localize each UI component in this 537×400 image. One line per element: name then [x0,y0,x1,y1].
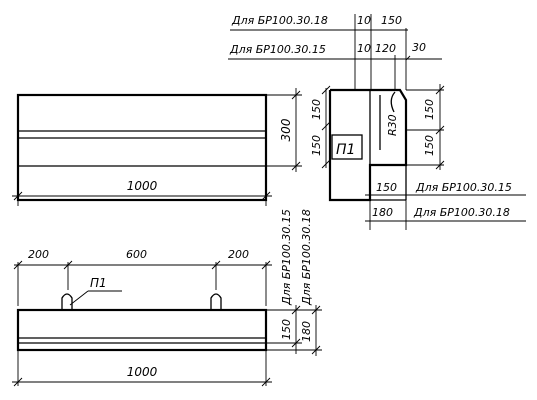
dimension-tick [321,85,331,95]
dimension-tick [13,377,23,387]
dim-120: 120 [375,42,396,55]
dimension-tick [261,377,271,387]
plan-dim-200-left: 200 [28,248,49,261]
dimension-tick [13,260,23,270]
dimension-tick [291,305,301,315]
dimension-tick [321,121,331,131]
dimension-tick [311,305,321,315]
section-right-150-a: 150 [423,99,436,120]
plan-dim-600: 600 [126,248,147,261]
section-left-150-b: 150 [310,135,323,156]
section-right-150-b: 150 [423,135,436,156]
dimension-tick [291,161,301,171]
front-height-dimension: 300 [279,118,293,141]
section-left-150-a: 150 [310,99,323,120]
dimension-tick [261,191,271,201]
leader-line [69,290,89,306]
dimension-tick [435,85,445,95]
dim-10: 10 [357,14,371,27]
cross-section: Для БР100.30.18 Для БР100.30.15 10 150 1… [228,14,526,230]
dimension-tick [435,160,445,170]
lifting-loop [210,293,222,310]
p1-frame [331,134,363,160]
section-mark-p1: П1 [336,142,355,158]
dimension-tick [311,345,321,355]
lifting-loop [61,293,73,310]
radius-arc [390,91,396,113]
plan-height-150: 150 [280,319,293,340]
radius-label: R30 [386,114,399,136]
dim-150-top: 150 [381,14,402,27]
section-label-bottom-2: Для БР100.30.18 [413,206,510,219]
plan-length-dimension: 1000 [127,365,158,379]
section-label-top-1: Для БР100.30.18 [231,14,328,27]
plan-view: 200 600 200 П1 1000 150 180 Для [12,209,322,387]
dimension-tick [13,191,23,201]
plan-mark-p1: П1 [90,276,107,290]
dimension-tick [261,260,271,270]
plan-dim-200-right: 200 [228,248,249,261]
section-label-top-2: Для БР100.30.15 [229,43,326,56]
front-length-dimension: 1000 [127,179,158,193]
front-view-outline [16,93,268,202]
plan-label-1: Для БР100.30.15 [280,209,293,306]
dimension-tick [211,260,221,270]
dimension-tick [291,90,301,100]
dim-30: 30 [412,41,426,54]
plan-label-2: Для БР100.30.18 [300,209,313,306]
section-bottom-180: 180 [372,206,393,219]
dimension-tick [435,125,445,135]
dimension-tick [405,55,411,61]
plan-view-outline [16,308,268,352]
front-view: 1000 300 [12,88,302,206]
dimension-tick [63,260,73,270]
dimension-tick [291,338,301,348]
section-bottom-150: 150 [376,181,397,194]
plan-height-180: 180 [300,321,313,342]
section-label-bottom-1: Для БР100.30.15 [415,181,512,194]
dimension-tick [321,159,331,169]
dim-10b: 10 [357,42,371,55]
